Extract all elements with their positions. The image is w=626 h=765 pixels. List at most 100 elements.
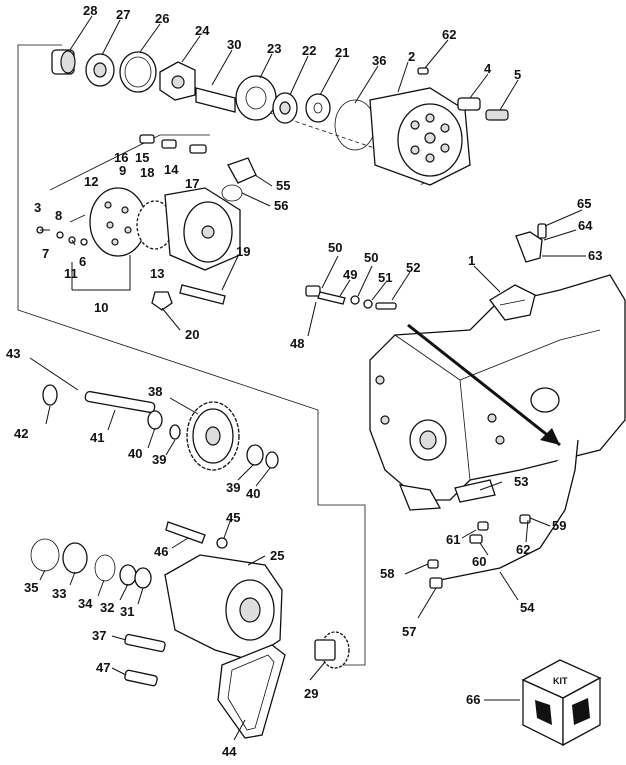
seal-28	[51, 49, 76, 75]
ring-42	[42, 384, 58, 406]
gear-38	[186, 401, 240, 471]
callout-65: 65	[577, 196, 591, 211]
pump-body-17	[164, 187, 241, 271]
callout-labels: 28 27 26 24 30 23 22 21 36 2 62 4 5 16 1…	[6, 3, 602, 759]
callout-46: 46	[154, 544, 168, 559]
callout-57: 57	[402, 624, 416, 639]
callout-58: 58	[380, 566, 394, 581]
callout-37: 37	[92, 628, 106, 643]
bracket-24	[159, 61, 196, 101]
callout-50-left: 50	[328, 240, 342, 255]
ring-34	[94, 554, 116, 582]
lever-48-52	[305, 285, 397, 310]
shaft-41	[84, 390, 156, 414]
callout-35: 35	[24, 580, 38, 595]
callout-66: 66	[466, 692, 480, 707]
pin-62-top	[417, 67, 429, 75]
callout-leaders	[29, 15, 586, 741]
callout-45: 45	[226, 510, 240, 525]
callout-62-bottom: 62	[516, 542, 530, 557]
washers-39-40	[147, 410, 279, 469]
callout-6: 6	[79, 254, 86, 269]
gear-29	[314, 631, 350, 669]
callout-44: 44	[222, 744, 237, 759]
callout-39-left: 39	[152, 452, 166, 467]
kit-label: KIT	[553, 676, 568, 686]
callout-8: 8	[55, 208, 62, 223]
callout-22: 22	[302, 43, 316, 58]
gasket-44	[217, 644, 286, 739]
callout-59: 59	[552, 518, 566, 533]
callout-51: 51	[378, 270, 392, 285]
pipe-54-59	[439, 439, 579, 581]
plate-9	[89, 187, 147, 257]
cover-25	[164, 554, 283, 661]
callout-47: 47	[96, 660, 110, 675]
callout-11: 11	[64, 266, 78, 281]
plug-5	[485, 109, 509, 121]
callout-40-left: 40	[128, 446, 142, 461]
shaft-23	[235, 75, 277, 121]
callout-50-right: 50	[364, 250, 378, 265]
callout-42: 42	[14, 426, 28, 441]
callout-23: 23	[267, 41, 281, 56]
callout-39-right: 39	[226, 480, 240, 495]
callout-19: 19	[236, 244, 250, 259]
bearing-22	[272, 92, 298, 124]
callout-21: 21	[335, 45, 349, 60]
arrow-indicator	[407, 323, 561, 447]
callout-20: 20	[185, 327, 199, 342]
callout-36: 36	[372, 53, 386, 68]
race-26	[119, 51, 157, 93]
washers-31-32	[119, 564, 152, 589]
callout-4: 4	[484, 61, 492, 76]
callout-12: 12	[84, 174, 98, 189]
small-parts-14-18	[139, 134, 207, 154]
callout-5: 5	[514, 67, 521, 82]
callout-54: 54	[520, 600, 535, 615]
callout-62: 62	[442, 27, 456, 42]
fittings-53-62	[398, 479, 531, 544]
callout-30: 30	[227, 37, 241, 52]
callout-28: 28	[83, 3, 97, 18]
housing-2	[369, 87, 471, 186]
callout-14: 14	[164, 162, 179, 177]
callout-15: 15	[135, 150, 149, 165]
callout-2: 2	[408, 49, 415, 64]
callout-32: 32	[100, 600, 114, 615]
callout-25: 25	[270, 548, 284, 563]
callout-60: 60	[472, 554, 486, 569]
washer-21	[305, 93, 331, 123]
callout-40-right: 40	[246, 486, 260, 501]
small-parts-3-8	[36, 226, 88, 246]
callout-55: 55	[276, 178, 290, 193]
callout-31: 31	[120, 604, 134, 619]
callout-9: 9	[119, 163, 126, 178]
callout-52: 52	[406, 260, 420, 275]
callout-49: 49	[343, 267, 357, 282]
disc-33	[62, 542, 88, 574]
callout-1: 1	[468, 253, 475, 268]
fitting-4	[457, 97, 481, 111]
callout-16: 16	[114, 150, 128, 165]
callout-34: 34	[78, 596, 93, 611]
callout-41: 41	[90, 430, 104, 445]
bolts-37-47	[124, 633, 166, 687]
callout-33: 33	[52, 586, 66, 601]
fitting-55	[227, 157, 257, 184]
shaft-30	[195, 87, 236, 113]
callout-7: 7	[42, 246, 49, 261]
callout-61: 61	[446, 532, 460, 547]
callout-64: 64	[578, 218, 593, 233]
callout-38: 38	[148, 384, 162, 399]
bearing-27	[85, 53, 115, 87]
kit-box-icon: KIT	[521, 659, 602, 747]
o-ring-36	[334, 99, 376, 151]
callout-56: 56	[274, 198, 288, 213]
callout-48: 48	[290, 336, 304, 351]
callout-27: 27	[116, 7, 130, 22]
snap-ring-35	[30, 538, 60, 572]
linkage-46-45	[165, 521, 228, 549]
callout-63: 63	[588, 248, 602, 263]
